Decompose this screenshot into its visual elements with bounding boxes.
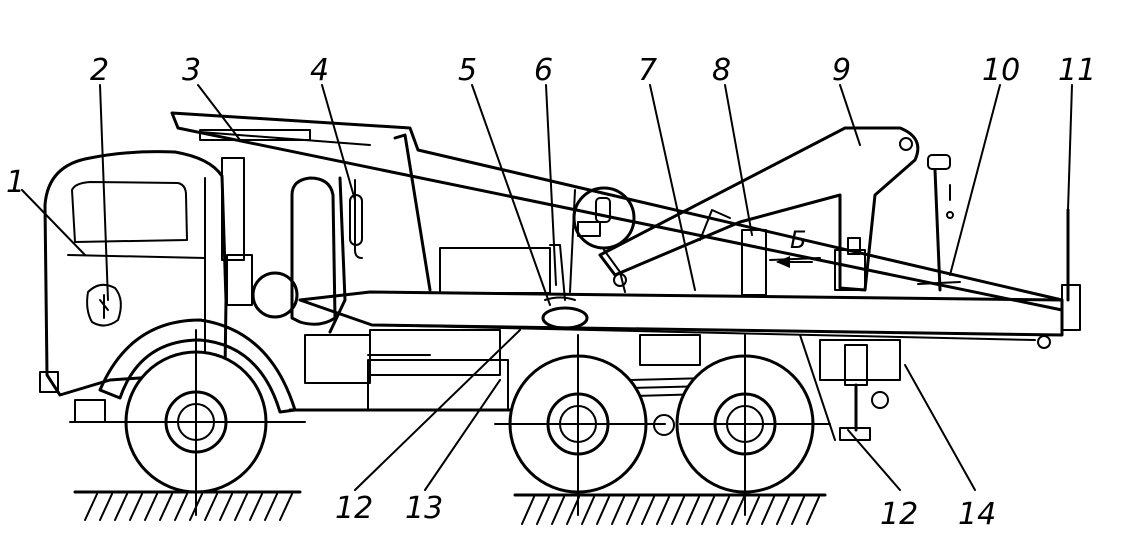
callout-6: 6 [534, 53, 553, 88]
callout-11: 11 [1058, 53, 1096, 88]
front-wheel [69, 329, 306, 516]
callout-3: 3 [182, 53, 201, 88]
leader-lines [21, 84, 1073, 491]
chassis-frame [288, 290, 1064, 412]
cab [39, 150, 228, 423]
callout-7: 7 [638, 53, 657, 88]
lifting-arm [598, 126, 920, 296]
outrigger-jack [799, 334, 889, 441]
ground-right [513, 493, 827, 525]
callout-10: 10 [982, 53, 1020, 88]
platform-equipment [439, 186, 636, 330]
ground-left [73, 490, 302, 521]
callout-12-right: 12 [880, 497, 918, 532]
direction-arrow [776, 256, 813, 268]
coupling-ellipse [541, 306, 589, 330]
cab-rear-equipment [221, 157, 363, 334]
callout-8: 8 [712, 53, 731, 88]
callout-14: 14 [958, 497, 996, 532]
callout-9: 9 [832, 53, 851, 88]
callout-13: 13 [405, 491, 443, 526]
callout-1: 1 [6, 165, 25, 200]
callout-5: 5 [458, 53, 477, 88]
control-post [917, 154, 961, 292]
callout-2: 2 [90, 53, 109, 88]
callout-4: 4 [310, 53, 329, 88]
direction-label: Б [790, 226, 806, 254]
callout-12-left: 12 [335, 491, 373, 526]
rear-wheel [675, 334, 831, 516]
rear-mast [1037, 208, 1081, 349]
middle-wheel [494, 334, 666, 516]
crane-boom [170, 111, 1064, 312]
